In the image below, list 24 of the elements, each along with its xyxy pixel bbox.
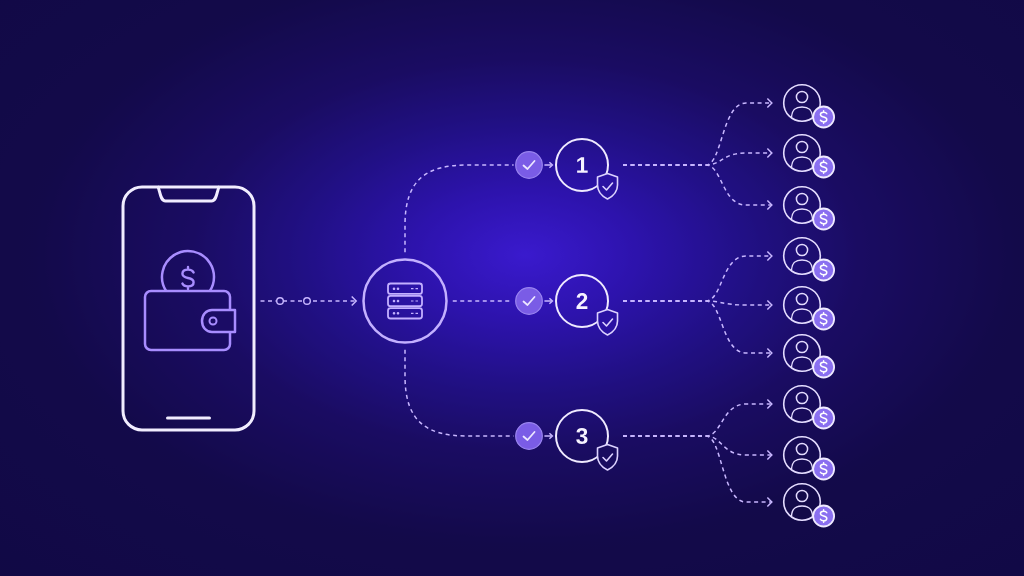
arrow [622, 164, 773, 211]
check-icon [515, 422, 543, 450]
phone-illustration [121, 185, 256, 432]
arrow [622, 435, 773, 508]
arrow [543, 297, 554, 305]
user-icon [782, 384, 835, 430]
arrow [622, 300, 773, 359]
user-icon [782, 236, 835, 282]
check-icon [515, 151, 543, 179]
connector-line [404, 164, 515, 253]
user-icon [782, 482, 835, 528]
user-icon [782, 185, 835, 231]
user-icon [782, 435, 835, 481]
arrow [259, 295, 358, 307]
server-icon [362, 258, 448, 344]
arrow [543, 432, 554, 440]
check-icon [515, 287, 543, 315]
connector-line [452, 300, 511, 302]
user-icon [782, 285, 835, 331]
connector-line [404, 349, 515, 437]
user-icon [782, 83, 835, 129]
user-icon [782, 333, 835, 379]
arrow [543, 161, 554, 169]
user-icon [782, 133, 835, 179]
